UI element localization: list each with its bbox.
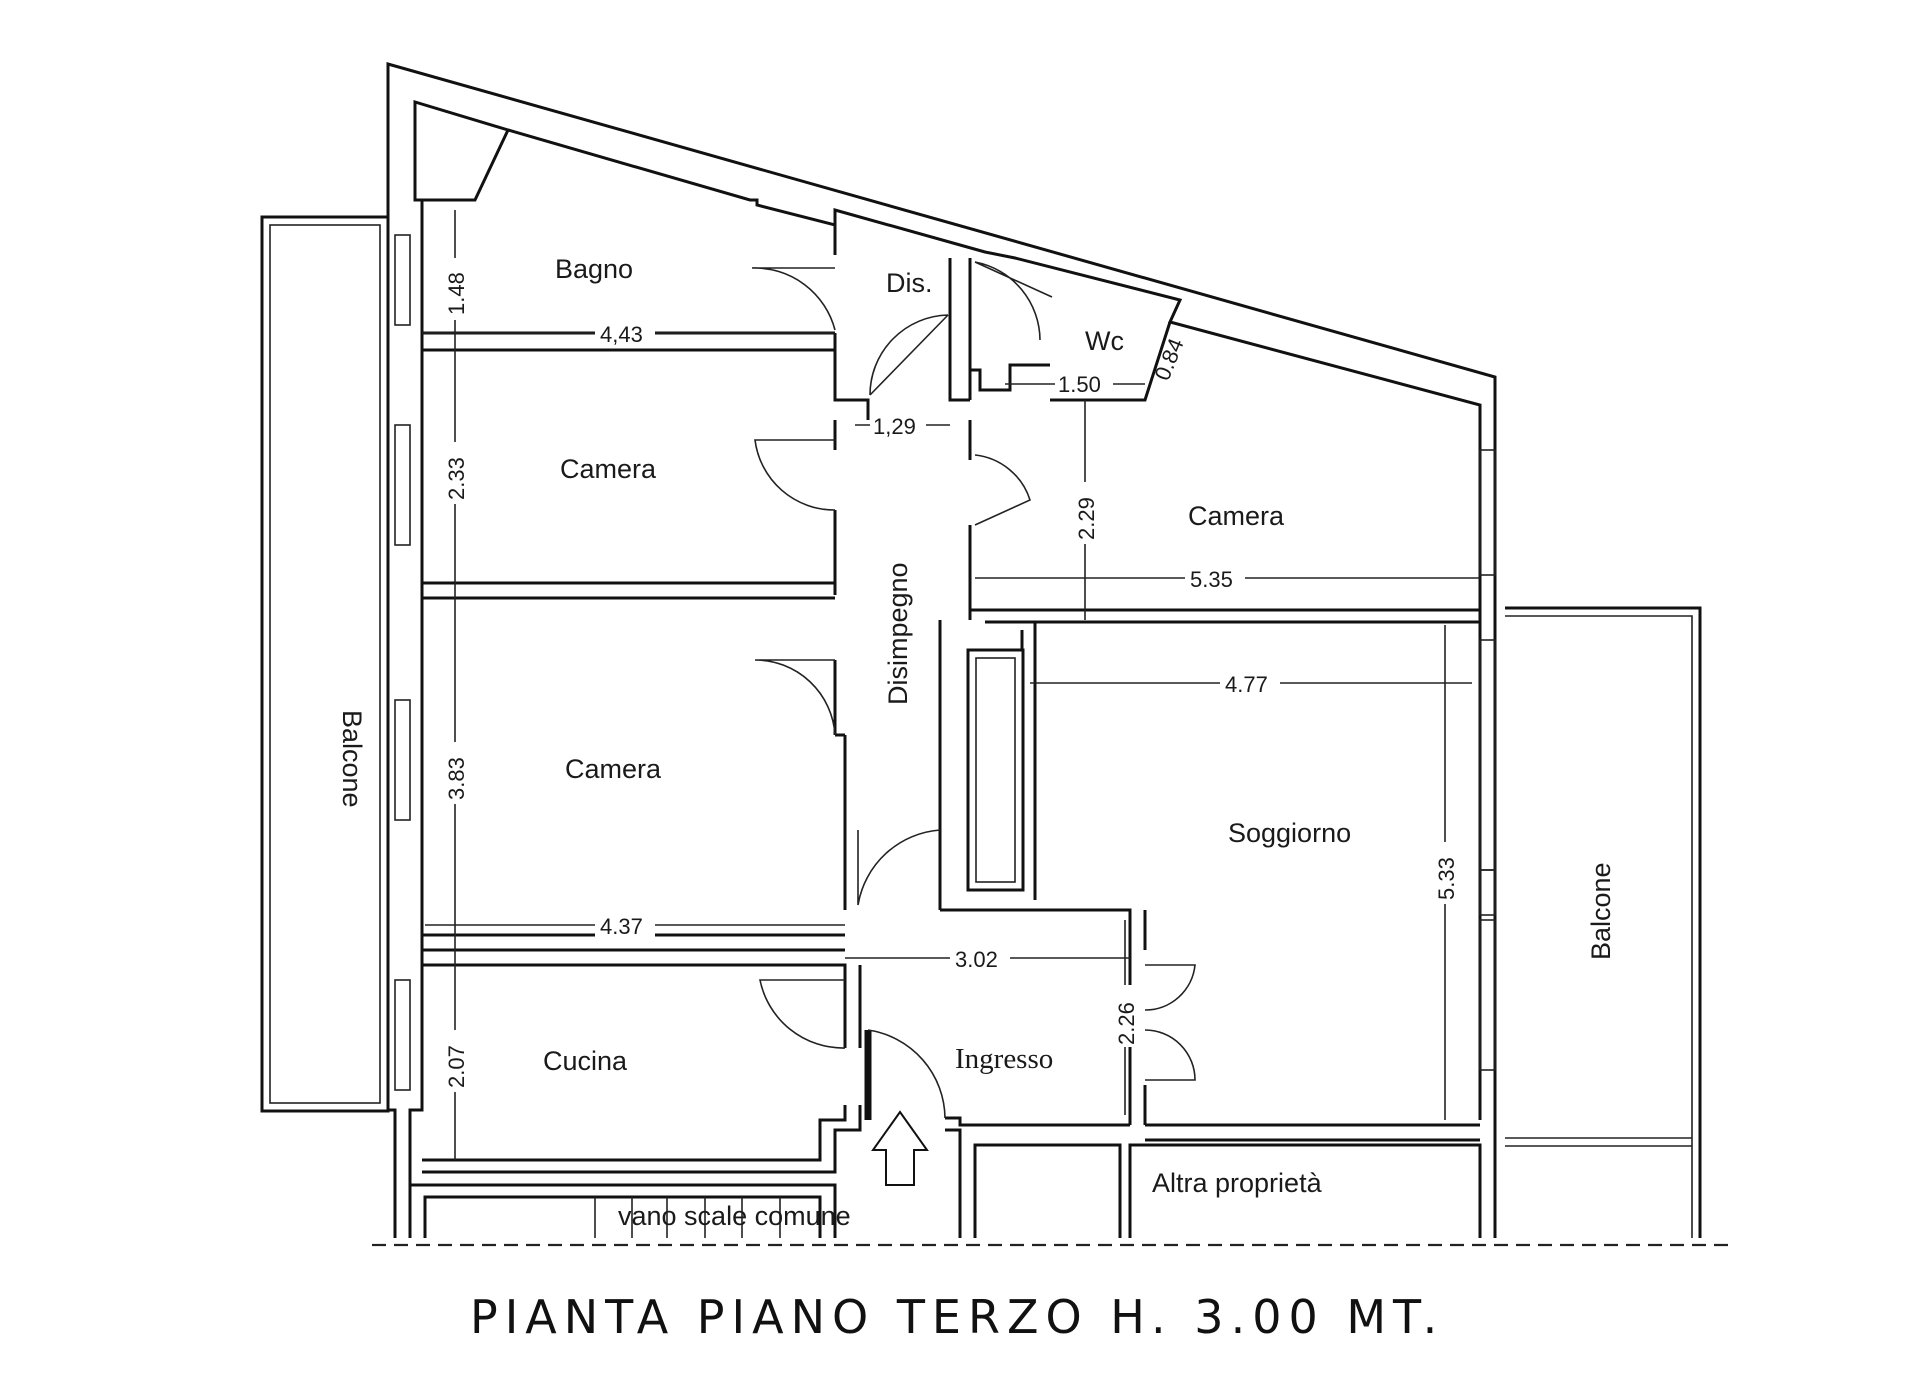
dim-3-83: 3.83 xyxy=(444,757,469,800)
dim-1-48: 1.48 xyxy=(444,272,469,315)
dim-1-50: 1.50 xyxy=(1058,372,1101,397)
dim-2-26: 2.26 xyxy=(1114,1002,1139,1045)
door-swings xyxy=(751,261,1196,1119)
room-label-camera-mid: Camera xyxy=(565,754,662,784)
room-label-camera-top: Camera xyxy=(560,454,657,484)
dim-1-29: 1,29 xyxy=(873,414,916,439)
room-label-dis: Dis. xyxy=(886,268,933,298)
room-label-balcone-right: Balcone xyxy=(1586,862,1616,960)
dim-2-07: 2.07 xyxy=(444,1045,469,1088)
room-label-wc: Wc xyxy=(1085,326,1124,356)
interior-walls xyxy=(410,225,1482,1238)
room-label-balcone-left: Balcone xyxy=(337,710,367,808)
dim-4-43: 4,43 xyxy=(600,322,643,347)
room-label-altra: Altra proprietà xyxy=(1152,1168,1323,1198)
room-label-soggiorno: Soggiorno xyxy=(1228,818,1351,848)
room-label-camera-right: Camera xyxy=(1188,501,1285,531)
room-label-scale: vano scale comune xyxy=(618,1201,851,1231)
windows xyxy=(394,234,1496,1091)
dim-4-77: 4.77 xyxy=(1225,672,1268,697)
room-label-bagno: Bagno xyxy=(555,254,633,284)
dim-2-33: 2.33 xyxy=(444,457,469,500)
plan-title: PIANTA PIANO TERZO H. 3.00 MT. xyxy=(470,1290,1444,1344)
room-label-disimpegno: Disimpegno xyxy=(883,562,913,705)
dim-4-37: 4.37 xyxy=(600,914,643,939)
balcony-left xyxy=(260,215,390,1113)
dim-2-29: 2.29 xyxy=(1074,497,1099,540)
dim-5-33: 5.33 xyxy=(1434,857,1459,900)
room-label-cucina: Cucina xyxy=(543,1046,628,1076)
dim-3-02: 3.02 xyxy=(955,947,998,972)
room-label-ingresso: Ingresso xyxy=(955,1043,1053,1075)
dim-0-84: 0.84 xyxy=(1149,335,1188,384)
balcony-right xyxy=(1505,606,1702,1238)
dim-5-35: 5.35 xyxy=(1190,567,1233,592)
entrance-arrow-icon xyxy=(871,1110,929,1186)
